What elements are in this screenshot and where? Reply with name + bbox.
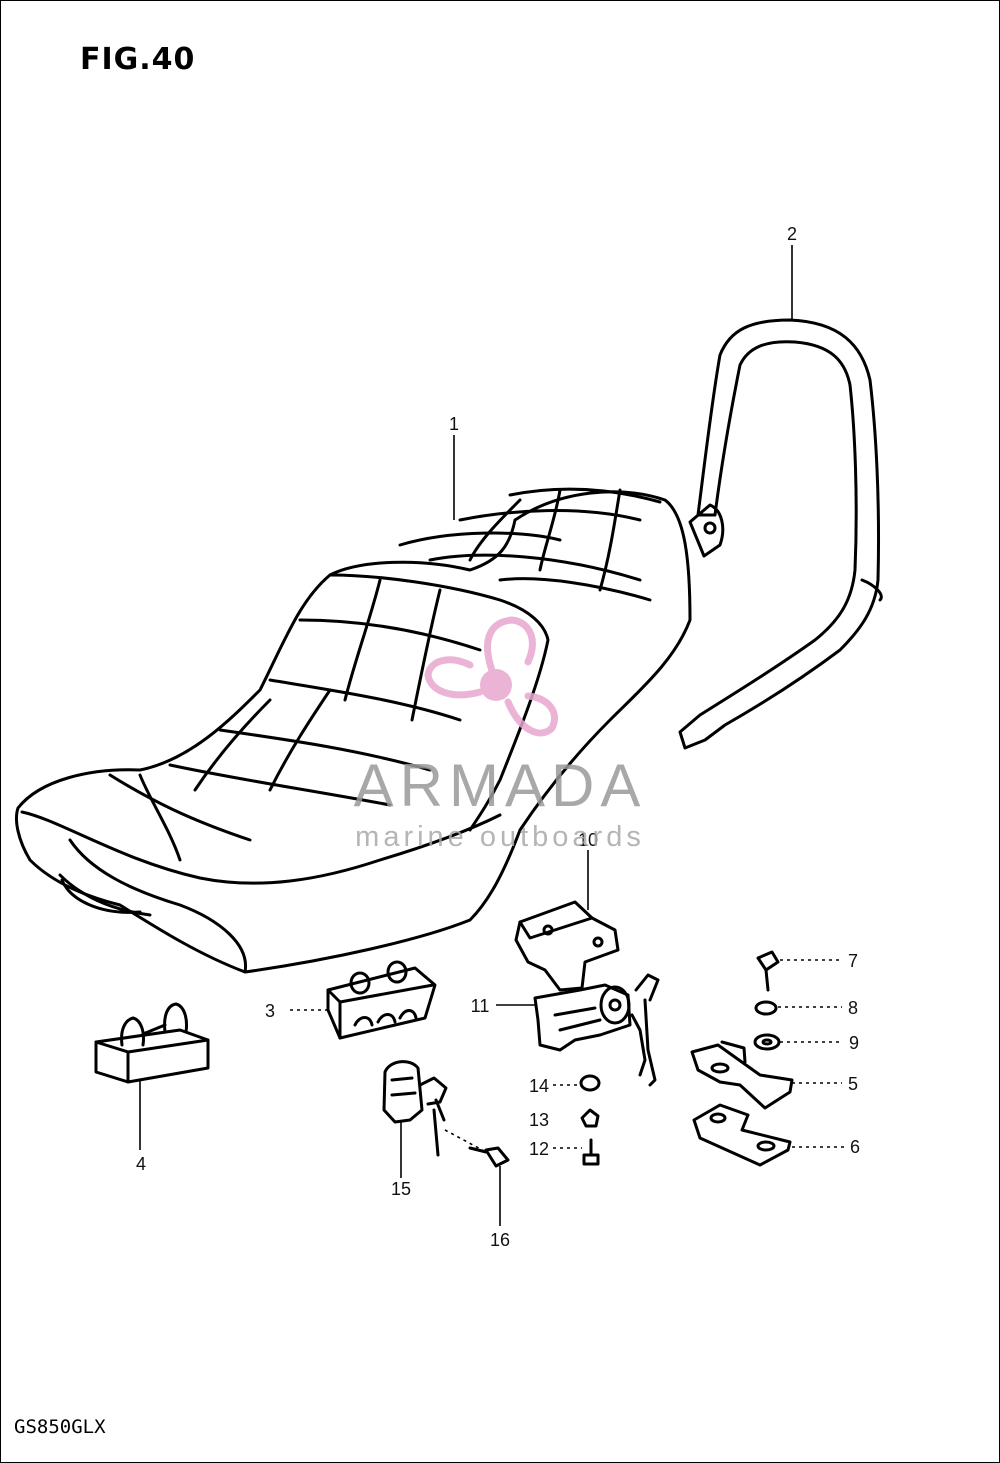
callout-4: 4	[136, 1154, 146, 1174]
callout-8: 8	[848, 998, 858, 1018]
callout-6: 6	[850, 1137, 860, 1157]
callout-7: 7	[848, 951, 858, 971]
callout-12: 12	[529, 1139, 549, 1159]
bracket-10	[514, 900, 620, 992]
callout-13: 13	[529, 1110, 549, 1130]
nut-13	[580, 1108, 600, 1128]
callout-15: 15	[391, 1179, 411, 1199]
callout-9: 9	[849, 1033, 859, 1053]
callout-1: 1	[449, 414, 459, 434]
model-code: GS850GLX	[14, 1416, 106, 1438]
callout-11: 11	[471, 996, 490, 1016]
plate-6	[692, 1103, 792, 1167]
callout-3: 3	[265, 1001, 275, 1021]
screw-16	[468, 1146, 510, 1168]
seat-lock	[533, 973, 660, 1087]
callout-2: 2	[787, 224, 797, 244]
figure-title: FIG.40	[80, 42, 196, 77]
bolt-7	[756, 950, 780, 992]
propeller-hub	[480, 669, 512, 701]
watermark-brand: ARMADA	[354, 752, 647, 819]
cushion-small	[326, 960, 437, 1040]
watermark-tagline: marine outboards	[355, 821, 645, 853]
propeller-logo	[424, 616, 558, 737]
callout-5: 5	[848, 1074, 858, 1094]
washer-9	[753, 1033, 781, 1051]
washer-8	[754, 1000, 778, 1016]
watermark: ARMADA marine outboards	[354, 616, 647, 853]
callout-10: 10	[578, 830, 598, 850]
leader-15-16	[444, 1129, 487, 1153]
helmet-lock	[382, 1060, 448, 1157]
cushion-large	[94, 1002, 210, 1084]
callout-16: 16	[490, 1230, 510, 1250]
grab-rail	[678, 318, 883, 750]
seat	[15, 487, 692, 974]
screw-12	[582, 1138, 600, 1166]
callout-14: 14	[529, 1076, 549, 1096]
washer-14	[579, 1074, 601, 1092]
bracket-5	[690, 1040, 794, 1110]
